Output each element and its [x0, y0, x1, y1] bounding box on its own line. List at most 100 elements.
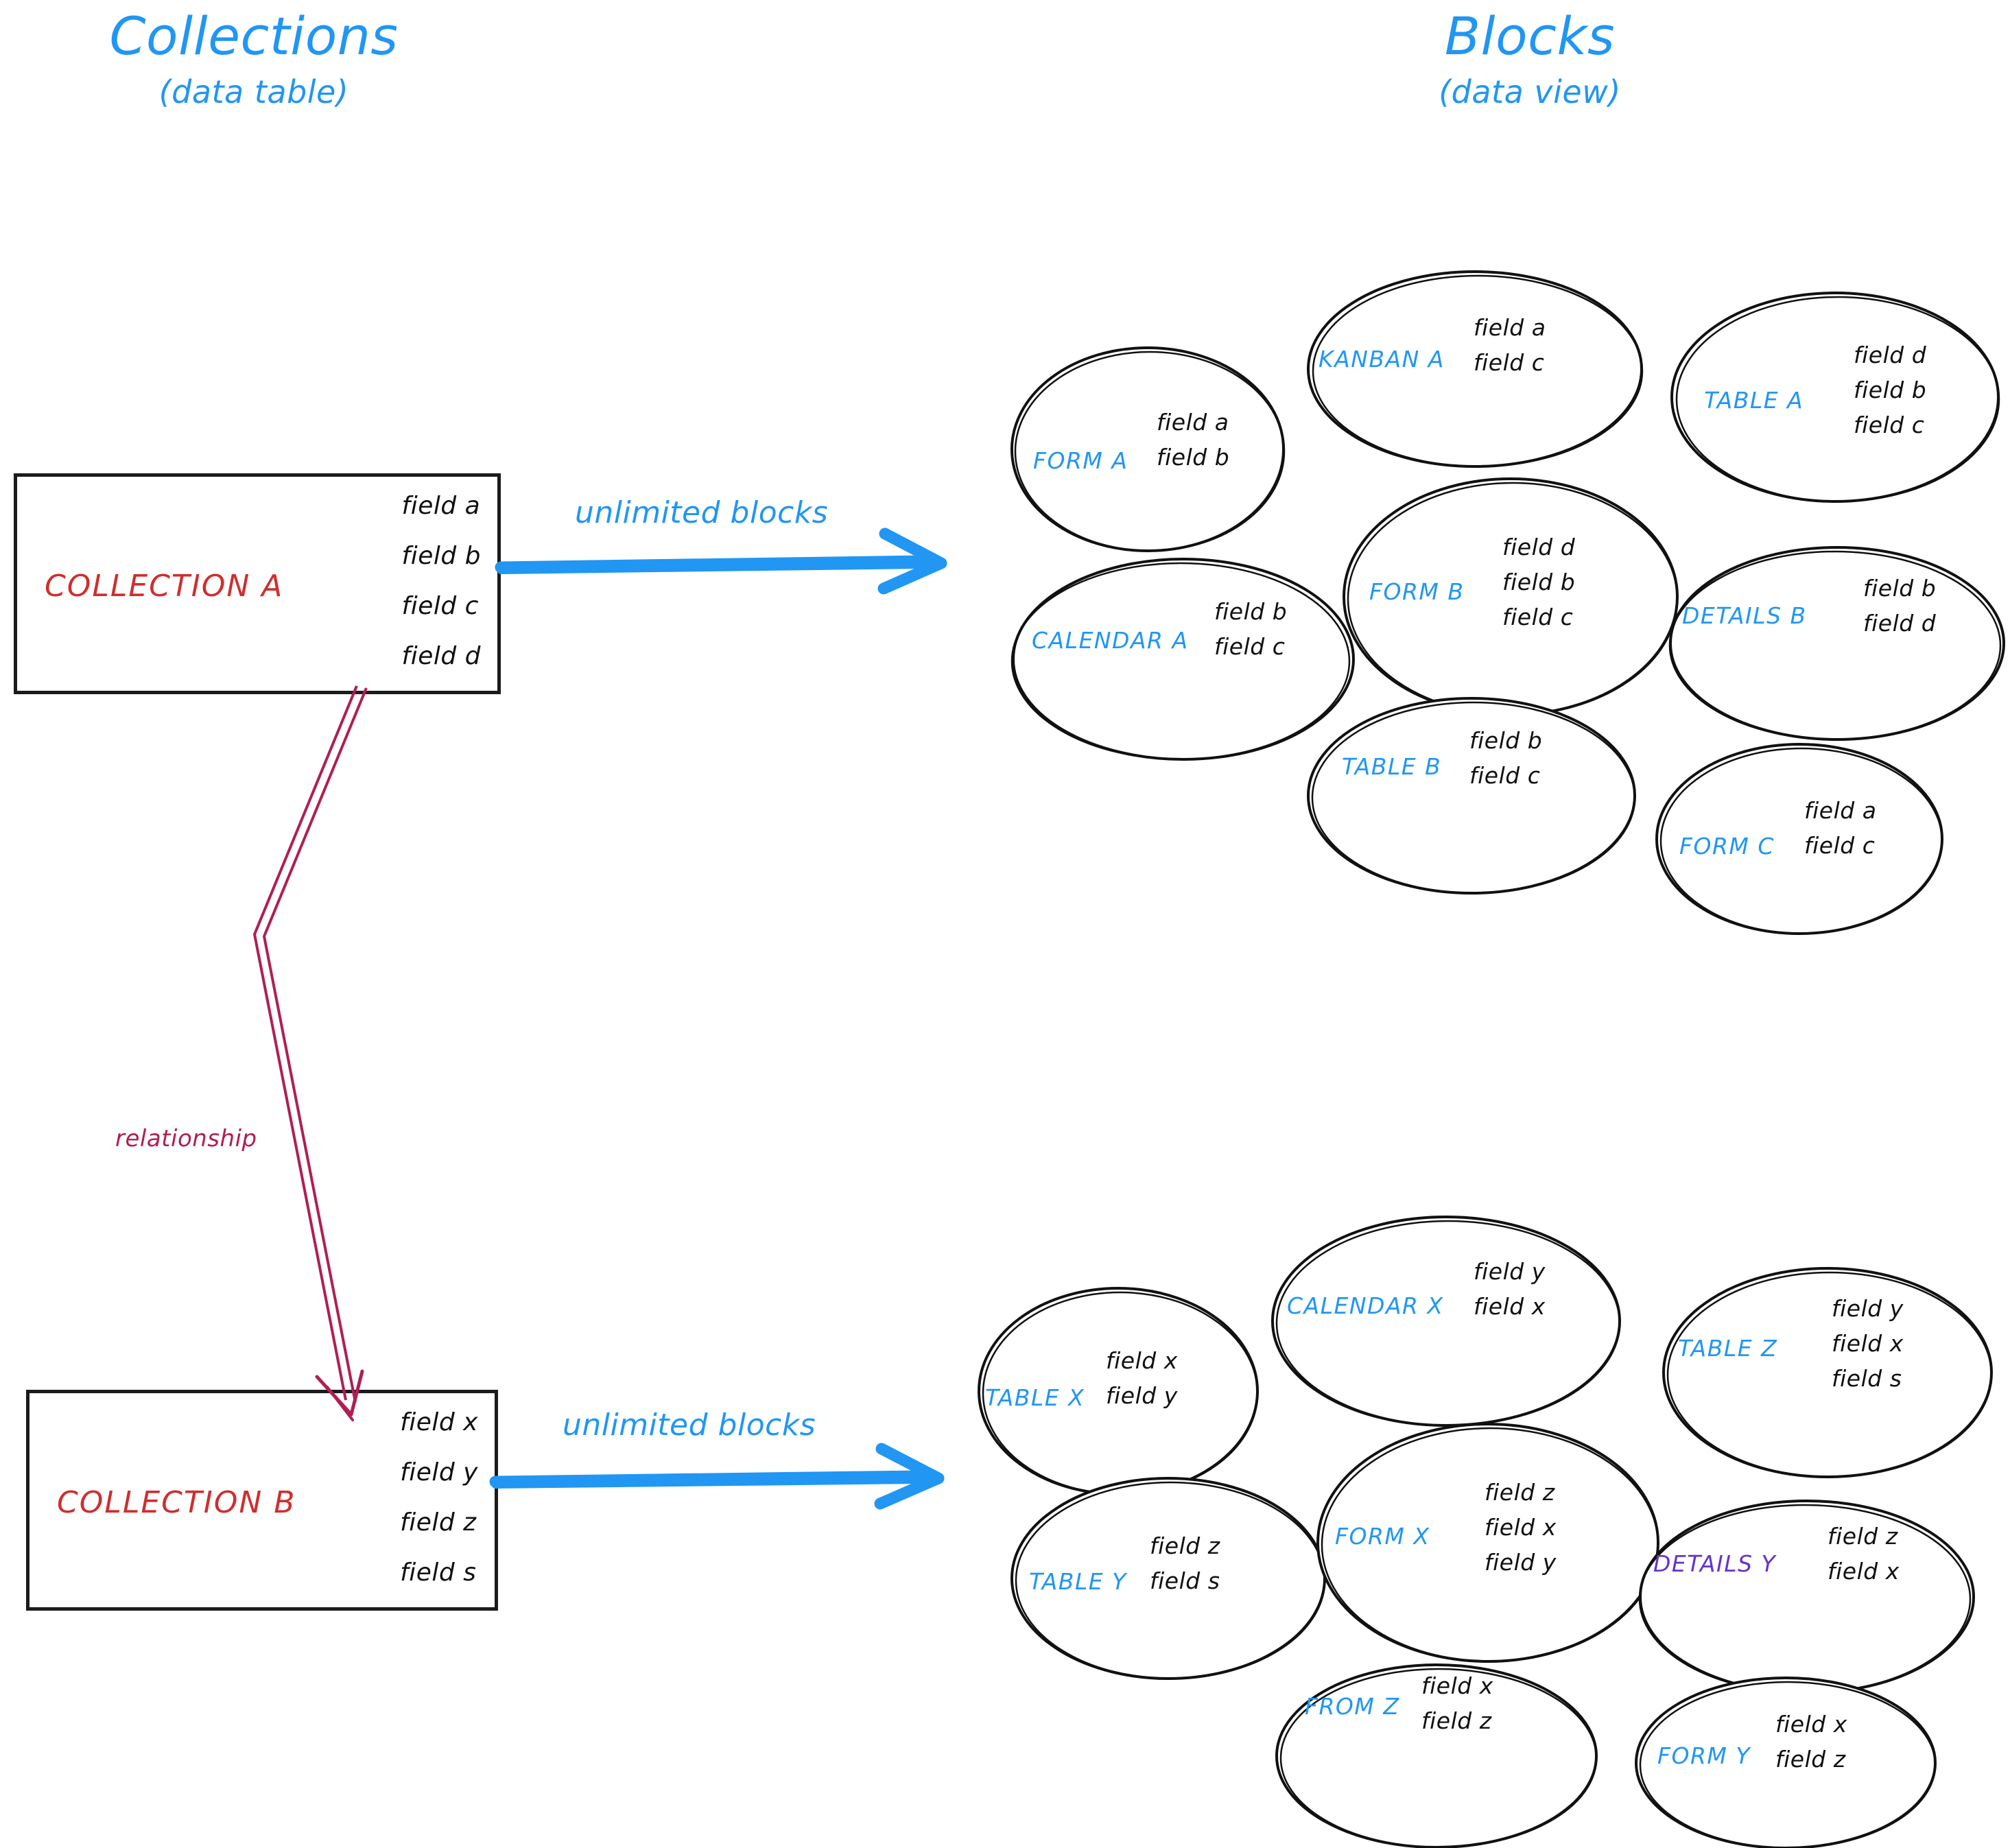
block-table-z-fields: field y field x field s	[1832, 1291, 1904, 1396]
block-table-y-fields: field z field s	[1150, 1528, 1220, 1598]
block-table-a-fields: field d field b field c	[1854, 337, 1926, 442]
collection-a-box[interactable]: COLLECTION A field a field b field c fie…	[14, 473, 501, 694]
block-kanban-a-field-1: field c	[1474, 349, 1545, 377]
block-table-x[interactable]: TABLE X field x field y	[974, 1283, 1262, 1500]
block-table-a[interactable]: TABLE A field d field b field c	[1667, 287, 2003, 508]
collection-a-fields: field a field b field c field d	[402, 492, 481, 670]
block-details-b[interactable]: DETAILS B field b field d	[1666, 542, 2009, 745]
block-form-y[interactable]: FORM Y field x field z	[1631, 1674, 1940, 1848]
block-form-y-field-1: field z	[1775, 1746, 1846, 1773]
block-table-y[interactable]: TABLE Y field z field s	[1007, 1472, 1329, 1685]
collections-column-title: Collections (data table)	[41, 7, 466, 110]
block-calendar-a[interactable]: CALENDAR A field b field c	[1008, 553, 1358, 766]
collection-b-field-1: field y	[400, 1458, 478, 1486]
block-details-y-label: DETAILS Y	[1653, 1550, 1777, 1577]
collection-b-box[interactable]: COLLECTION B field x field y field z fie…	[26, 1390, 498, 1611]
block-ellipse-outline	[1638, 1500, 1975, 1694]
collection-b-field-3: field s	[400, 1559, 477, 1587]
block-ellipse-outline	[1307, 270, 1644, 468]
block-ellipse-outline	[1316, 1423, 1659, 1663]
block-kanban-a-fields: field a field c	[1474, 310, 1546, 380]
block-from-z[interactable]: FROM Z field x field z	[1272, 1660, 1601, 1848]
block-from-z-field-1: field z	[1421, 1707, 1492, 1735]
block-form-b-fields: field d field b field c	[1502, 530, 1575, 635]
block-form-a-fields: field a field b	[1157, 405, 1229, 475]
block-details-y-fields: field z field x	[1828, 1519, 1900, 1589]
relationship-label: relationship	[115, 1125, 257, 1152]
block-calendar-x-field-0: field y	[1474, 1258, 1546, 1285]
unlimited-blocks-label-top: unlimited blocks	[575, 495, 829, 530]
collection-b-field-0: field x	[400, 1408, 478, 1436]
block-calendar-x[interactable]: CALENDAR X field y field x	[1268, 1211, 1624, 1431]
unlimited-blocks-label-bottom: unlimited blocks	[563, 1408, 816, 1443]
block-table-b-field-0: field b	[1469, 727, 1543, 754]
block-form-c-label: FORM C	[1679, 833, 1775, 860]
block-details-b-label: DETAILS B	[1682, 602, 1807, 629]
block-table-b-fields: field b field c	[1469, 723, 1542, 793]
block-table-x-field-1: field y	[1106, 1382, 1178, 1410]
block-ellipse-outline	[1668, 546, 2005, 741]
collection-a-name: COLLECTION A	[45, 569, 284, 604]
block-form-x[interactable]: FORM X field z field x field y	[1313, 1419, 1663, 1667]
blocks-column-title: Blocks (data view)	[1317, 7, 1742, 110]
blocks-title-subtitle: (data view)	[1439, 73, 1621, 111]
block-kanban-a-label: KANBAN A	[1319, 346, 1445, 372]
block-details-b-field-1: field d	[1863, 610, 1937, 637]
block-calendar-a-fields: field b field c	[1214, 594, 1287, 664]
collection-a-field-0: field a	[401, 492, 481, 520]
block-table-a-field-0: field d	[1854, 342, 1927, 368]
block-table-b-label: TABLE B	[1342, 753, 1442, 780]
block-ellipse-outline	[1670, 292, 2000, 503]
collection-b-name: COLLECTION B	[57, 1485, 296, 1520]
block-form-c[interactable]: FORM C field a field c	[1652, 739, 1947, 938]
collections-title-subtitle: (data table)	[158, 73, 349, 111]
relationship-connector	[253, 685, 368, 1421]
block-from-z-label: FROM Z	[1305, 1693, 1400, 1720]
block-form-y-field-0: field x	[1775, 1711, 1847, 1738]
block-form-y-fields: field x field z	[1775, 1707, 1847, 1777]
block-ellipse-outline	[1662, 1267, 1993, 1478]
block-ellipse-outline	[1271, 1216, 1621, 1427]
block-form-a[interactable]: FORM A field a field b	[1007, 343, 1288, 556]
unlimited-blocks-arrow-top	[495, 528, 947, 595]
block-calendar-x-field-1: field x	[1474, 1293, 1546, 1320]
block-table-x-fields: field x field y	[1106, 1343, 1178, 1413]
block-table-x-field-0: field x	[1106, 1347, 1178, 1374]
block-details-y[interactable]: DETAILS Y field z field x	[1635, 1495, 1978, 1698]
block-table-a-field-1: field b	[1854, 377, 1927, 404]
block-details-b-fields: field b field d	[1863, 571, 1936, 641]
unlimited-blocks-arrow-bottom	[489, 1443, 945, 1510]
block-table-b[interactable]: TABLE B field b field c	[1303, 693, 1640, 899]
block-ellipse-outline	[1635, 1677, 1937, 1848]
block-table-a-label: TABLE A	[1704, 387, 1804, 414]
block-details-b-field-0: field b	[1863, 575, 1937, 602]
block-table-a-field-2: field c	[1854, 412, 1925, 439]
block-ellipse-outline	[1307, 697, 1636, 895]
block-form-b[interactable]: FORM B field d field b field c	[1339, 473, 1682, 720]
blocks-title-main: Blocks	[1444, 5, 1616, 67]
block-table-y-field-1: field s	[1150, 1567, 1220, 1595]
block-table-y-label: TABLE Y	[1029, 1568, 1127, 1595]
block-form-b-field-1: field b	[1502, 569, 1576, 596]
block-form-b-field-0: field d	[1502, 534, 1576, 560]
collection-b-field-2: field z	[400, 1508, 477, 1537]
block-table-x-label: TABLE X	[985, 1384, 1085, 1411]
collection-a-field-3: field d	[401, 642, 481, 670]
block-form-x-field-2: field y	[1485, 1549, 1557, 1576]
collection-b-fields: field x field y field z field s	[400, 1408, 478, 1587]
block-from-z-fields: field x field z	[1421, 1668, 1493, 1738]
block-table-z-field-2: field s	[1832, 1365, 1902, 1393]
block-form-b-field-2: field c	[1502, 604, 1574, 631]
block-calendar-x-label: CALENDAR X	[1287, 1292, 1444, 1319]
block-table-z[interactable]: TABLE Z field y field x field s	[1659, 1262, 1996, 1483]
block-kanban-a[interactable]: KANBAN A field a field c	[1303, 266, 1646, 472]
block-form-a-label: FORM A	[1033, 447, 1128, 474]
block-form-x-field-1: field x	[1485, 1514, 1557, 1541]
block-table-z-label: TABLE Z	[1678, 1335, 1778, 1362]
block-form-x-fields: field z field x field y	[1485, 1475, 1557, 1580]
block-table-y-field-0: field z	[1150, 1532, 1220, 1559]
block-form-a-field-0: field a	[1157, 409, 1229, 436]
block-calendar-x-fields: field y field x	[1474, 1254, 1546, 1324]
block-ellipse-outline	[1010, 558, 1355, 761]
